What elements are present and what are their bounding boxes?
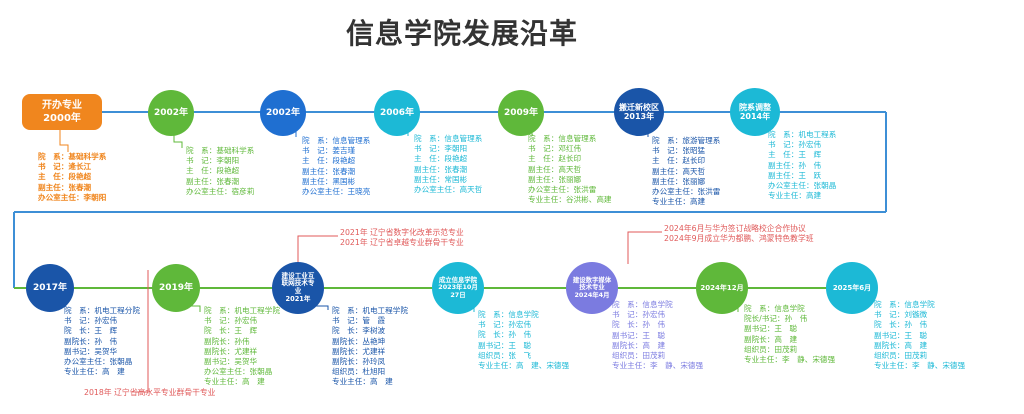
leader-2002a (173, 133, 183, 148)
info-2000: 院 系：基础科学系 书 记：逄长江 主 任：段艳超 副主任：张春潮 办公室主任：… (38, 152, 107, 202)
note-2021: 2021年 辽宁省数字化改革示范专业 2021年 辽宁省卓越专业群骨干专业 (340, 228, 464, 247)
note-leader-2024 (627, 231, 662, 264)
node-2002-b-label: 2002年 (265, 107, 301, 118)
note-2018: 2018年 辽宁省高水平专业群骨干专业 (84, 388, 216, 397)
leader-start (59, 130, 69, 152)
info-2006: 院 系：信息管理系 书 记：李朝阳 主 任：段艳超 副主任：张春潮 副主任：常国… (414, 134, 483, 195)
info-2024-12: 院 系：信息学院 院长/书记：孙 伟 副书记：王 聪 副院长：高 建 组织员：田… (744, 304, 836, 365)
info-2014: 院 系：机电工程系 书 记：孙宏伟 主 任：王 辉 副主任：孙 伟 副主任：王 … (768, 130, 837, 201)
page-title: 信息学院发展沿革 (345, 17, 578, 50)
info-2002-b: 院 系：信息管理系 书 记：姜吉瑾 主 任：段艳超 副主任：张春潮 副主任：黑国… (302, 136, 371, 197)
start-box-line1: 开办专业 (42, 100, 82, 111)
node-2013: 搬迁新校区 2013年 (614, 88, 664, 136)
start-box-2000: 开办专业 2000年 (22, 94, 102, 130)
node-2025-06-label: 2025年6月 (832, 283, 872, 292)
node-2014: 院系调整 2014年 (730, 88, 780, 136)
node-2017: 2017年 (26, 264, 74, 312)
node-2002-a: 2002年 (148, 90, 194, 136)
note-leader-2018 (136, 270, 149, 393)
note-2024: 2024年6月与华为签订战略校企合作协议 2024年9月成立华为都鹏、鸿蒙特色教… (664, 224, 814, 243)
node-2014-label: 院系调整 2014年 (739, 102, 771, 121)
node-2002-a-label: 2002年 (153, 107, 189, 118)
info-2021: 院 系：机电工程学院 书 记：管 霞 院 长：李树波 副院长：丛艳坤 副院长：尤… (332, 306, 408, 387)
node-2006-label: 2006年 (379, 107, 415, 118)
note-leader-2021 (297, 235, 338, 264)
node-2023-label: 成立信息学院 2023年10月 27日 (438, 275, 478, 299)
info-2024-04: 院 系：信息学院 书 记：孙宏伟 院 长：孙 伟 副书记：王 聪 副院长：高 建… (612, 300, 704, 371)
node-2002-b: 2002年 (260, 90, 306, 136)
node-2017-label: 2017年 (32, 282, 68, 293)
node-2009-label: 2009年 (503, 107, 539, 118)
node-2019-label: 2019年 (158, 282, 194, 293)
node-2024-04-label: 建设数字媒体 技术专业 2024年4月 (572, 275, 612, 299)
node-2006: 2006年 (374, 90, 420, 136)
info-2002-a: 院 系：基础科学系 书 记：李朝阳 主 任：段艳超 副主任：张春潮 办公室主任：… (186, 146, 255, 196)
node-2024-04: 建设数字媒体 技术专业 2024年4月 (566, 262, 618, 314)
node-2024-12-label: 2024年12月 (700, 283, 744, 292)
info-2009: 院 系：信息管理系 书 记：邓红伟 主 任：赵长印 副主任：高天哲 副主任：张丽… (528, 134, 612, 205)
node-2009: 2009年 (498, 90, 544, 136)
node-2024-12: 2024年12月 (696, 262, 748, 314)
node-2021: 建设工业互 联网技术专 业 2021年 (272, 262, 324, 314)
node-2019: 2019年 (152, 264, 200, 312)
info-2019: 院 系：机电工程学院 书 记：孙宏伟 院 长：王 辉 副院长：孙伟 副院长：尤建… (204, 306, 280, 387)
node-2013-label: 搬迁新校区 2013年 (619, 102, 659, 121)
start-box-line2: 2000年 (43, 113, 81, 124)
info-2023: 院 系：信息学院 书 记：孙宏伟 院 长：孙 伟 副书记：王 聪 组织员：张 飞… (478, 310, 570, 371)
info-2017: 院 系：机电工程分院 书 记：孙宏伟 院 长：王 辉 副院长：孙 伟 副书记：吴… (64, 306, 140, 377)
node-2021-label: 建设工业互 联网技术专 业 2021年 (281, 271, 315, 303)
node-2023: 成立信息学院 2023年10月 27日 (432, 262, 484, 314)
info-2025-06: 院 系：信息学院 书 记：刘镞微 院 长：孙 伟 副书记：王 聪 副院长：高 建… (874, 300, 966, 371)
node-2025-06: 2025年6月 (826, 262, 878, 314)
info-2013: 院 系：旅游管理系 书 记：张昭猛 主 任：赵长印 副主任：高天哲 副主任：张丽… (652, 136, 721, 207)
